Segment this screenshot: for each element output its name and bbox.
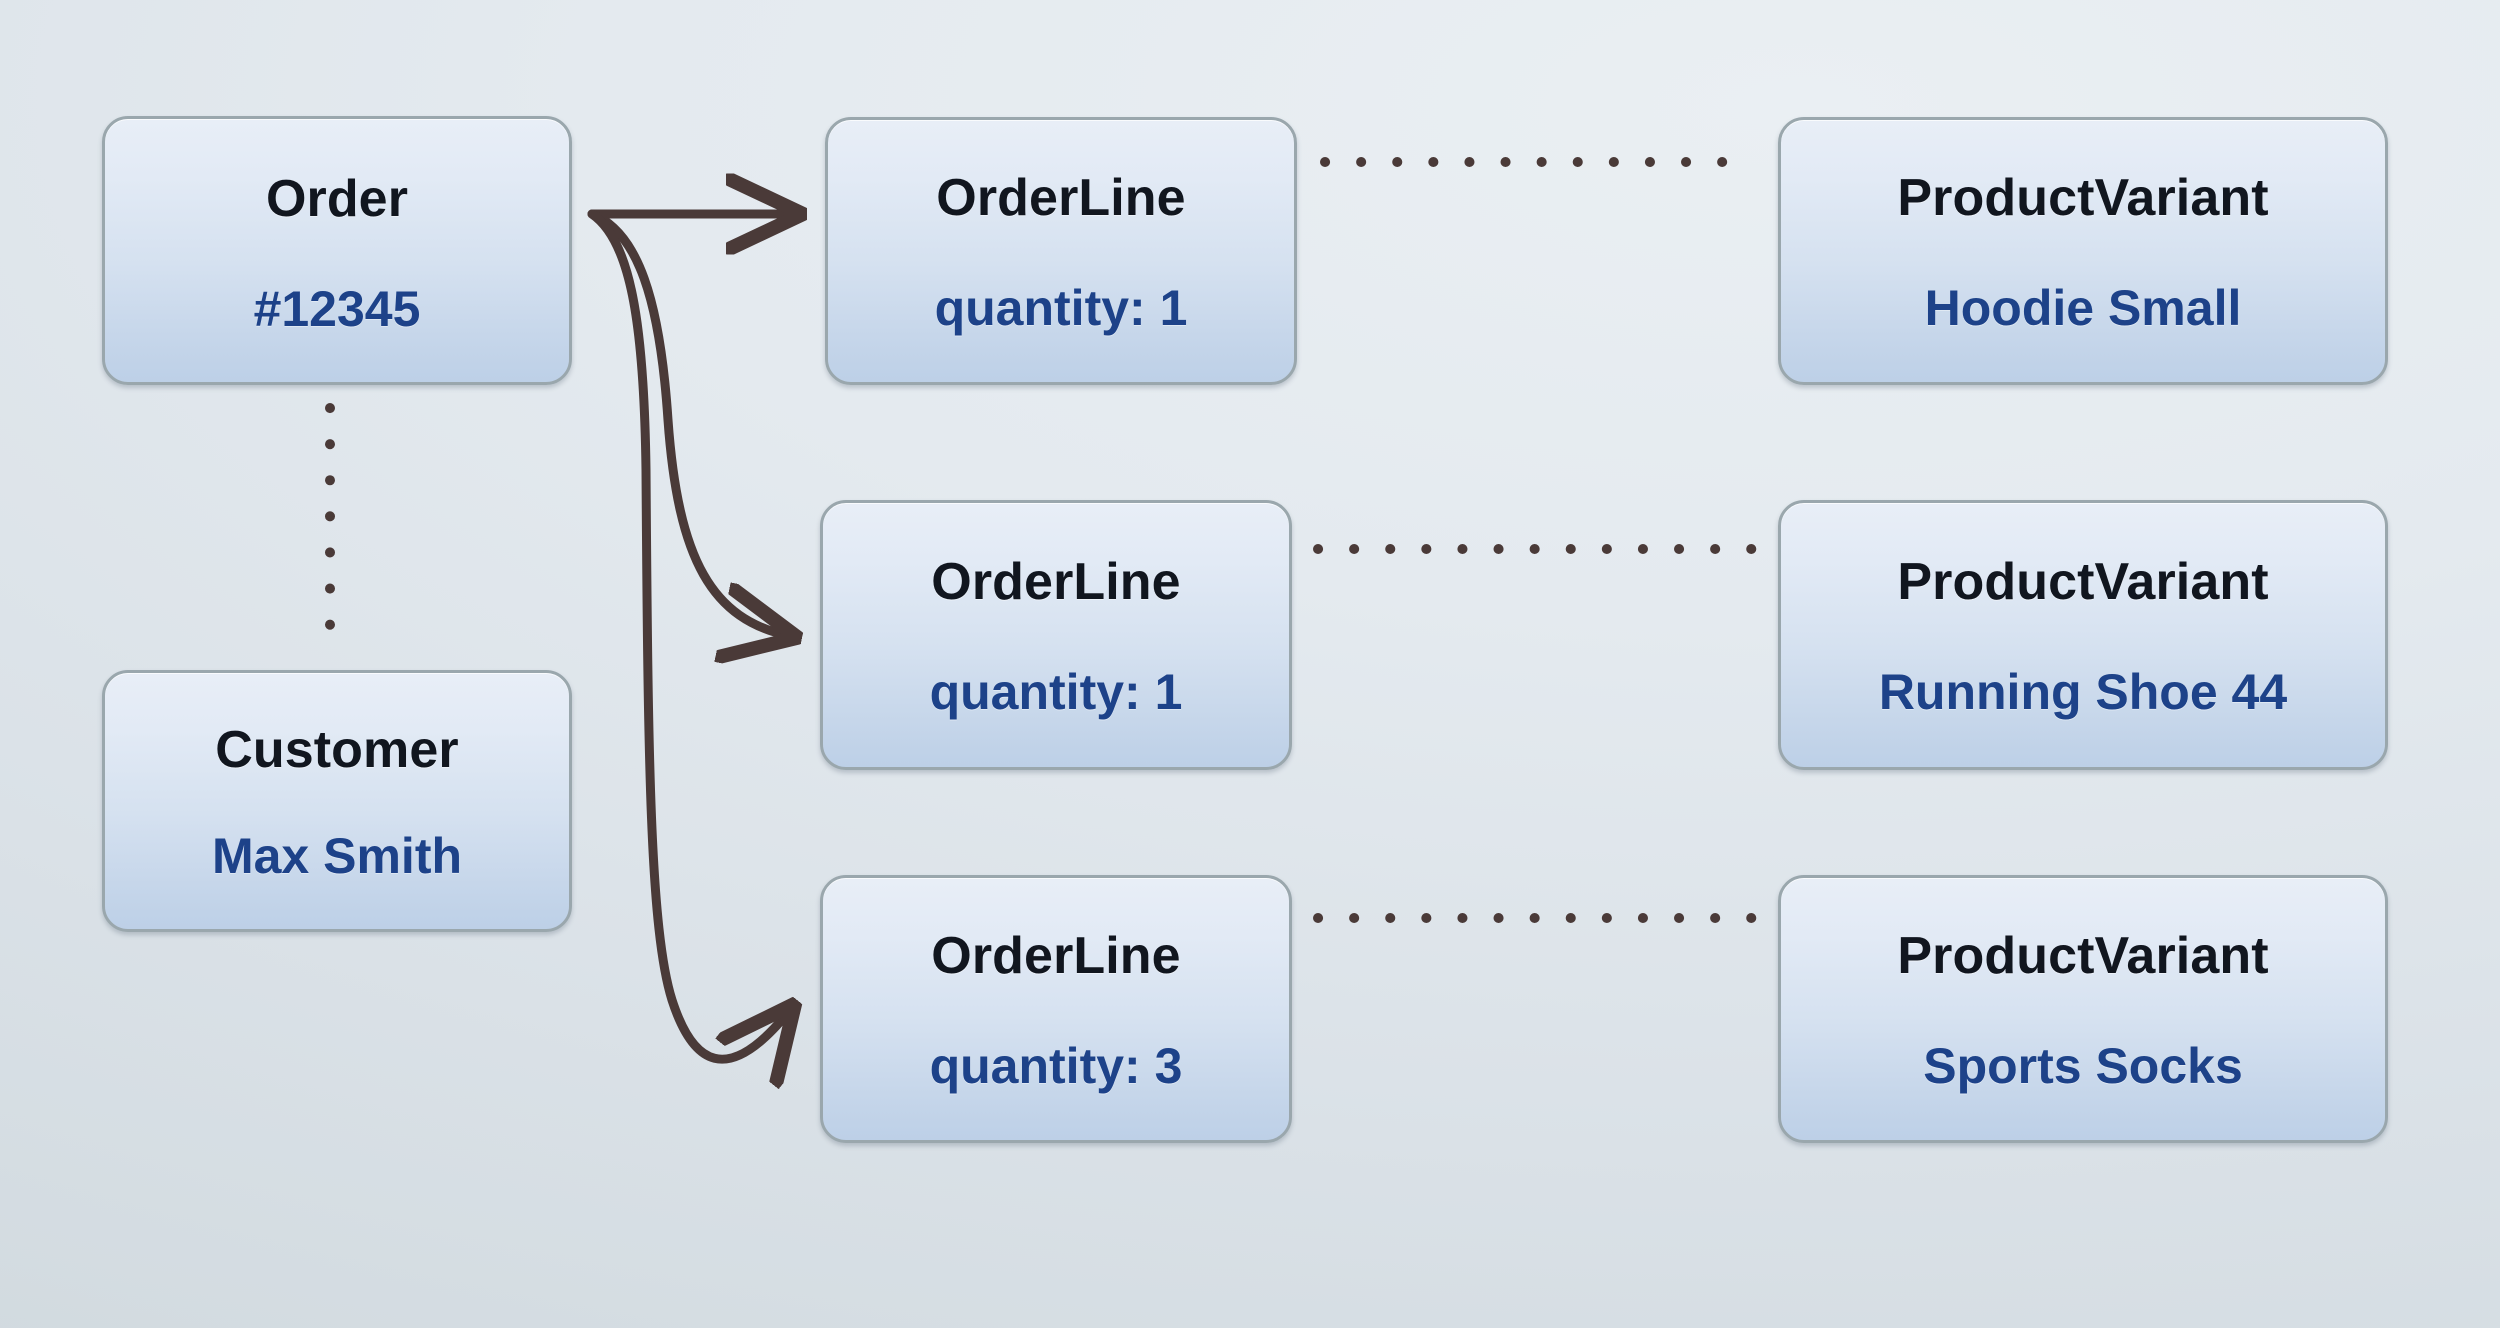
node-order-line-3-title: OrderLine <box>931 927 1181 986</box>
node-order[interactable]: Order #12345 <box>102 116 572 385</box>
node-order-title: Order <box>265 169 409 228</box>
node-customer[interactable]: Customer Max Smith <box>102 670 572 932</box>
node-order-line-2[interactable]: OrderLine quantity: 1 <box>820 500 1292 770</box>
node-order-subtitle: #12345 <box>253 280 421 337</box>
node-customer-subtitle: Max Smith <box>211 828 463 885</box>
node-order-line-2-subtitle: quantity: 1 <box>929 664 1183 721</box>
node-order-line-3-subtitle: quantity: 3 <box>929 1038 1183 1095</box>
node-order-line-1[interactable]: OrderLine quantity: 1 <box>825 117 1297 385</box>
node-customer-title: Customer <box>215 721 459 780</box>
node-product-variant-3-subtitle: Sports Socks <box>1923 1038 2243 1095</box>
node-product-variant-3-title: ProductVariant <box>1897 927 2269 986</box>
edge-order-to-orderline-3 <box>587 209 790 1059</box>
node-product-variant-1[interactable]: ProductVariant Hoodie Small <box>1778 117 2388 385</box>
node-product-variant-2[interactable]: ProductVariant Running Shoe 44 <box>1778 500 2388 770</box>
edge-order-to-orderline-2 <box>587 209 790 636</box>
node-order-line-1-title: OrderLine <box>936 169 1186 228</box>
node-order-line-2-title: OrderLine <box>931 553 1181 612</box>
node-product-variant-2-subtitle: Running Shoe 44 <box>1878 664 2288 721</box>
node-product-variant-1-subtitle: Hoodie Small <box>1924 280 2242 337</box>
node-product-variant-3[interactable]: ProductVariant Sports Socks <box>1778 875 2388 1143</box>
node-product-variant-1-title: ProductVariant <box>1897 169 2269 228</box>
node-order-line-3[interactable]: OrderLine quantity: 3 <box>820 875 1292 1143</box>
node-order-line-1-subtitle: quantity: 1 <box>934 280 1188 337</box>
node-product-variant-2-title: ProductVariant <box>1897 553 2269 612</box>
